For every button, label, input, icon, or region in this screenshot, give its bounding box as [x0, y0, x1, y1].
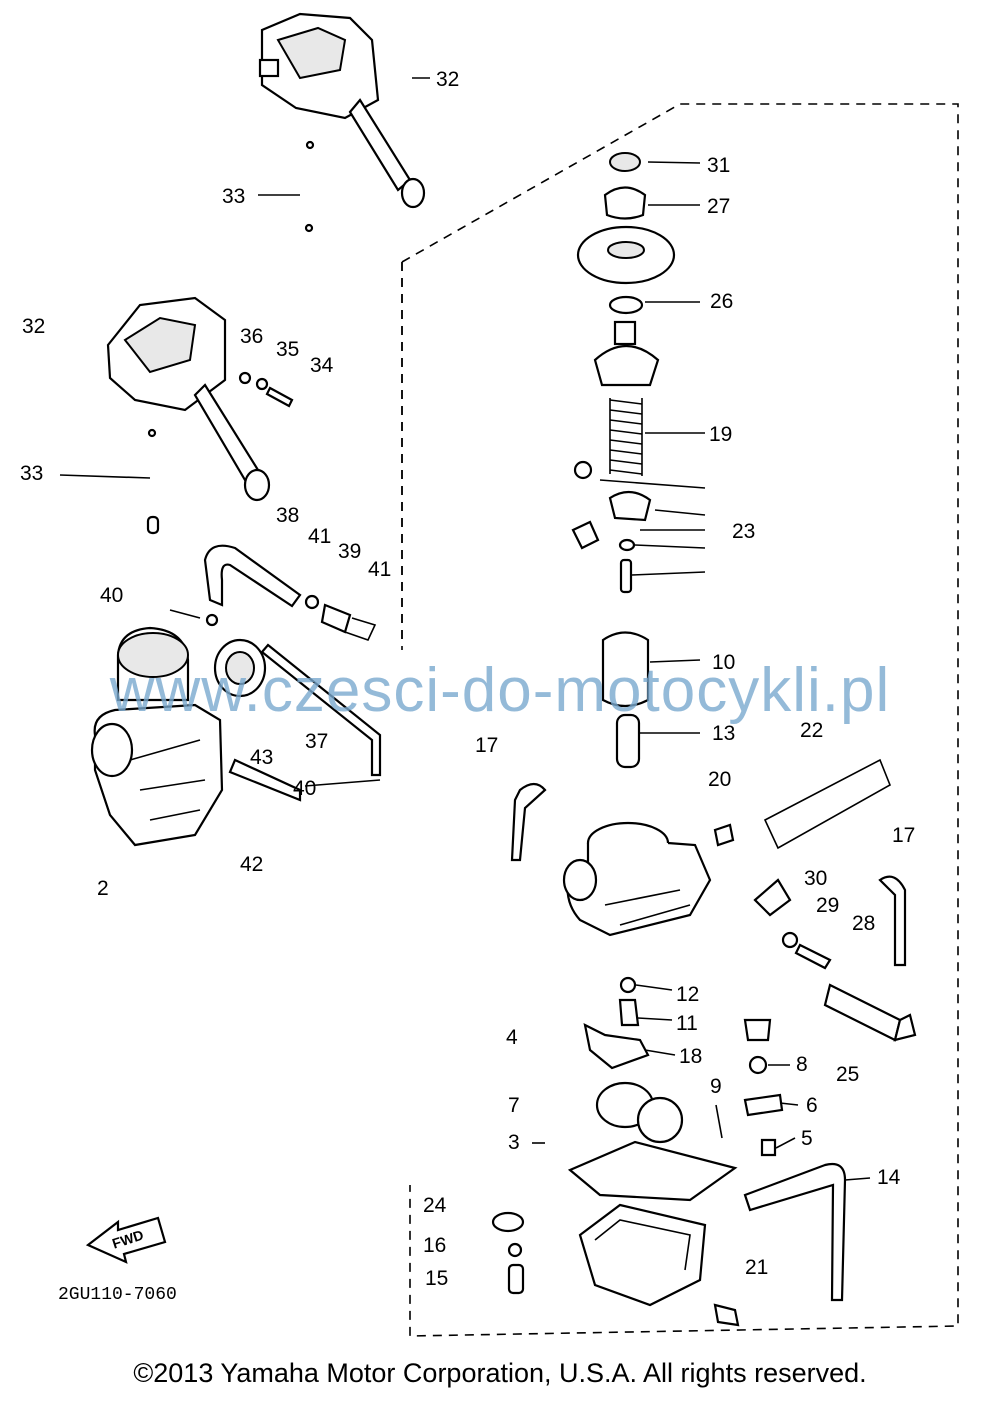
label-23: 23: [732, 520, 755, 543]
label-41-a: 41: [308, 525, 331, 548]
hose-42: [228, 758, 302, 802]
label-40-top: 40: [100, 584, 123, 607]
label-41-b: 41: [368, 558, 391, 581]
label-20: 20: [708, 768, 731, 791]
needle-parts-23: [571, 460, 652, 594]
screws-34-36: [238, 371, 294, 408]
needle-13: [615, 713, 641, 769]
top-cover: [593, 320, 660, 387]
part-labels: 32 33 32 36 35 34 33 38 41 39 41 40 43 3…: [20, 68, 915, 1290]
jets-8-6-5: [743, 1018, 784, 1157]
slide-10: [601, 631, 650, 708]
label-18: 18: [679, 1045, 702, 1068]
label-7: 7: [508, 1094, 520, 1117]
pipe-17-left: [510, 782, 547, 862]
label-6: 6: [806, 1094, 818, 1117]
label-35: 35: [276, 338, 299, 361]
cap-27: [603, 186, 647, 220]
label-31: 31: [707, 154, 730, 177]
float-bowl-21: [578, 1203, 740, 1327]
label-21: 21: [745, 1256, 768, 1279]
label-26: 26: [710, 290, 733, 313]
label-11: 11: [676, 1012, 698, 1035]
carburetor-body: [562, 821, 712, 937]
label-39: 39: [338, 540, 361, 563]
label-16: 16: [423, 1234, 446, 1257]
watermark-text: www.czesci-do-motocykli.pl: [109, 656, 891, 725]
label-28: 28: [852, 912, 875, 935]
label-42: 42: [240, 853, 263, 876]
throttle-switch-left: [106, 296, 271, 535]
label-9: 9: [710, 1075, 722, 1098]
label-3: 3: [508, 1131, 520, 1154]
label-38: 38: [276, 504, 299, 527]
carburetor-left: [90, 626, 267, 847]
label-19: 19: [709, 423, 732, 446]
label-37: 37: [305, 730, 328, 753]
gasket-3: [567, 1140, 738, 1202]
label-22: 22: [800, 719, 823, 742]
plate-37: [260, 643, 382, 777]
leader-lines: [59, 77, 871, 1181]
spring-19: [609, 398, 643, 476]
throttle-switch-top: [258, 12, 426, 233]
label-40-bottom: 40: [293, 777, 316, 800]
screws-24-16-15: [491, 1211, 525, 1295]
label-10: 10: [712, 651, 735, 674]
label-17-mid: 17: [475, 734, 498, 757]
label-15: 15: [425, 1267, 448, 1290]
label-13: 13: [712, 722, 735, 745]
label-29: 29: [816, 894, 839, 917]
label-33-top: 33: [222, 185, 245, 208]
copyright-notice: ©2013 Yamaha Motor Corporation, U.S.A. A…: [133, 1358, 867, 1388]
label-24: 24: [423, 1194, 447, 1217]
oring-26: [608, 295, 644, 315]
label-34: 34: [310, 354, 334, 377]
label-17-right: 17: [892, 824, 915, 847]
label-25: 25: [836, 1063, 859, 1086]
label-2: 2: [97, 877, 109, 900]
float-7: [595, 1081, 684, 1144]
screw-25: [823, 983, 917, 1042]
hose-38: [203, 544, 302, 627]
fwd-arrow: [85, 1216, 167, 1264]
bracket-22: [763, 758, 892, 850]
fittings-39-41: [304, 594, 377, 641]
label-8: 8: [796, 1053, 808, 1076]
label-12: 12: [676, 983, 699, 1006]
label-32-left: 32: [22, 315, 45, 338]
label-33-left: 33: [20, 462, 43, 485]
parts-12-11-18: [583, 976, 650, 1070]
label-14: 14: [877, 1166, 901, 1189]
label-36: 36: [240, 325, 263, 348]
label-4: 4: [506, 1026, 518, 1049]
screw-group-28-30: [753, 875, 907, 970]
hose-14: [743, 1162, 847, 1302]
cap-nut-large: [576, 225, 676, 285]
label-43: 43: [250, 746, 273, 769]
label-32-top: 32: [436, 68, 459, 91]
label-5: 5: [801, 1127, 813, 1150]
label-30: 30: [804, 867, 827, 890]
drawing-code: 2GU110-7060: [58, 1285, 177, 1305]
cap-31: [609, 152, 641, 172]
fitting-20: [713, 823, 735, 847]
label-27: 27: [707, 195, 730, 218]
